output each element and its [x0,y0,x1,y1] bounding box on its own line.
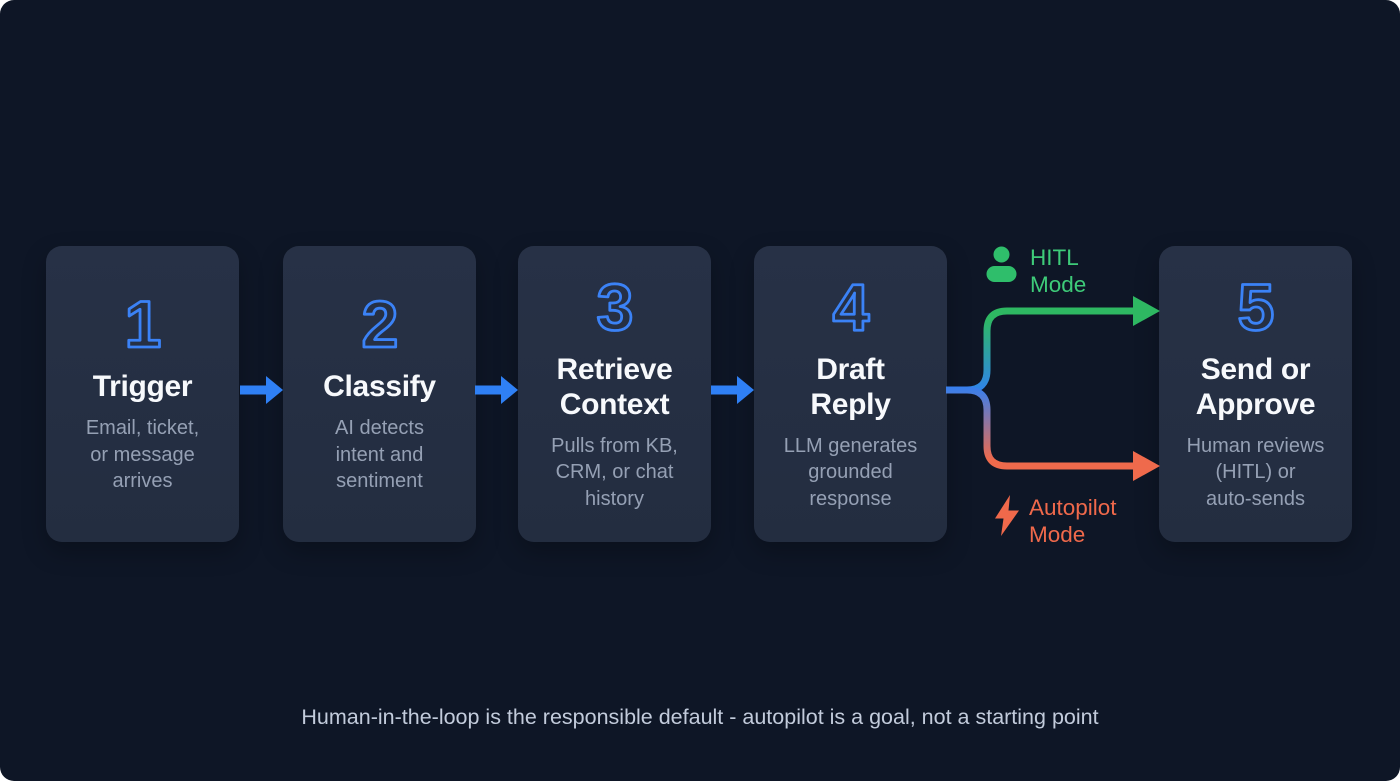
step-description: Email, ticket, or message arrives [85,417,200,493]
person-icon [986,246,1017,282]
flow-arrow-icon [475,376,518,404]
step-number-outline: 2 [360,293,400,355]
step-description: Pulls from KB, CRM, or chat history [551,434,678,510]
step-card-classify: 2 Classify AI detects intent and sentime… [283,246,476,542]
step-number-outline: 5 [1236,276,1276,338]
step-number: 3 [596,276,633,338]
autopilot-mode-label: Autopilot Mode [1029,495,1117,547]
hitl-arrowhead-icon [1133,296,1160,326]
hitl-mode-label: HITL Mode [1030,245,1087,297]
autopilot-arrowhead-icon [1133,451,1160,481]
step-description: AI detects intent and sentiment [335,417,424,493]
autopilot-branch-line [946,386,1133,470]
step-description: LLM generates grounded response [783,434,918,510]
step-number-outline: 3 [595,276,635,338]
step-number: 5 [1237,276,1274,338]
step-card-trigger: 1 Trigger Email, ticket, or message arri… [46,246,239,542]
step-title: Trigger [92,370,193,404]
step-description: Human reviews (HITL) or auto-sends [1186,434,1325,510]
step-title: Draft Reply [810,352,891,421]
step-number-outline: 1 [123,293,163,355]
step-number: 4 [832,276,869,338]
lightning-icon [995,495,1019,536]
hitl-branch-line [946,307,1133,394]
flow-arrow-icon [711,376,754,404]
step-title: Classify [323,370,436,404]
step-number: 2 [361,293,398,355]
flow-arrow-icon [240,376,283,404]
step-card-send-or-approve: 5 Send or Approve Human reviews (HITL) o… [1159,246,1352,542]
step-number: 1 [124,293,161,355]
step-number-outline: 4 [831,276,871,338]
step-title: Retrieve Context [556,352,673,421]
step-card-draft-reply: 4 Draft Reply LLM generates grounded res… [754,246,947,542]
step-title: Send or Approve [1195,352,1316,421]
diagram-caption: Human-in-the-loop is the responsible def… [301,705,1099,729]
step-card-retrieve-context: 3 Retrieve Context Pulls from KB, CRM, o… [518,246,711,542]
